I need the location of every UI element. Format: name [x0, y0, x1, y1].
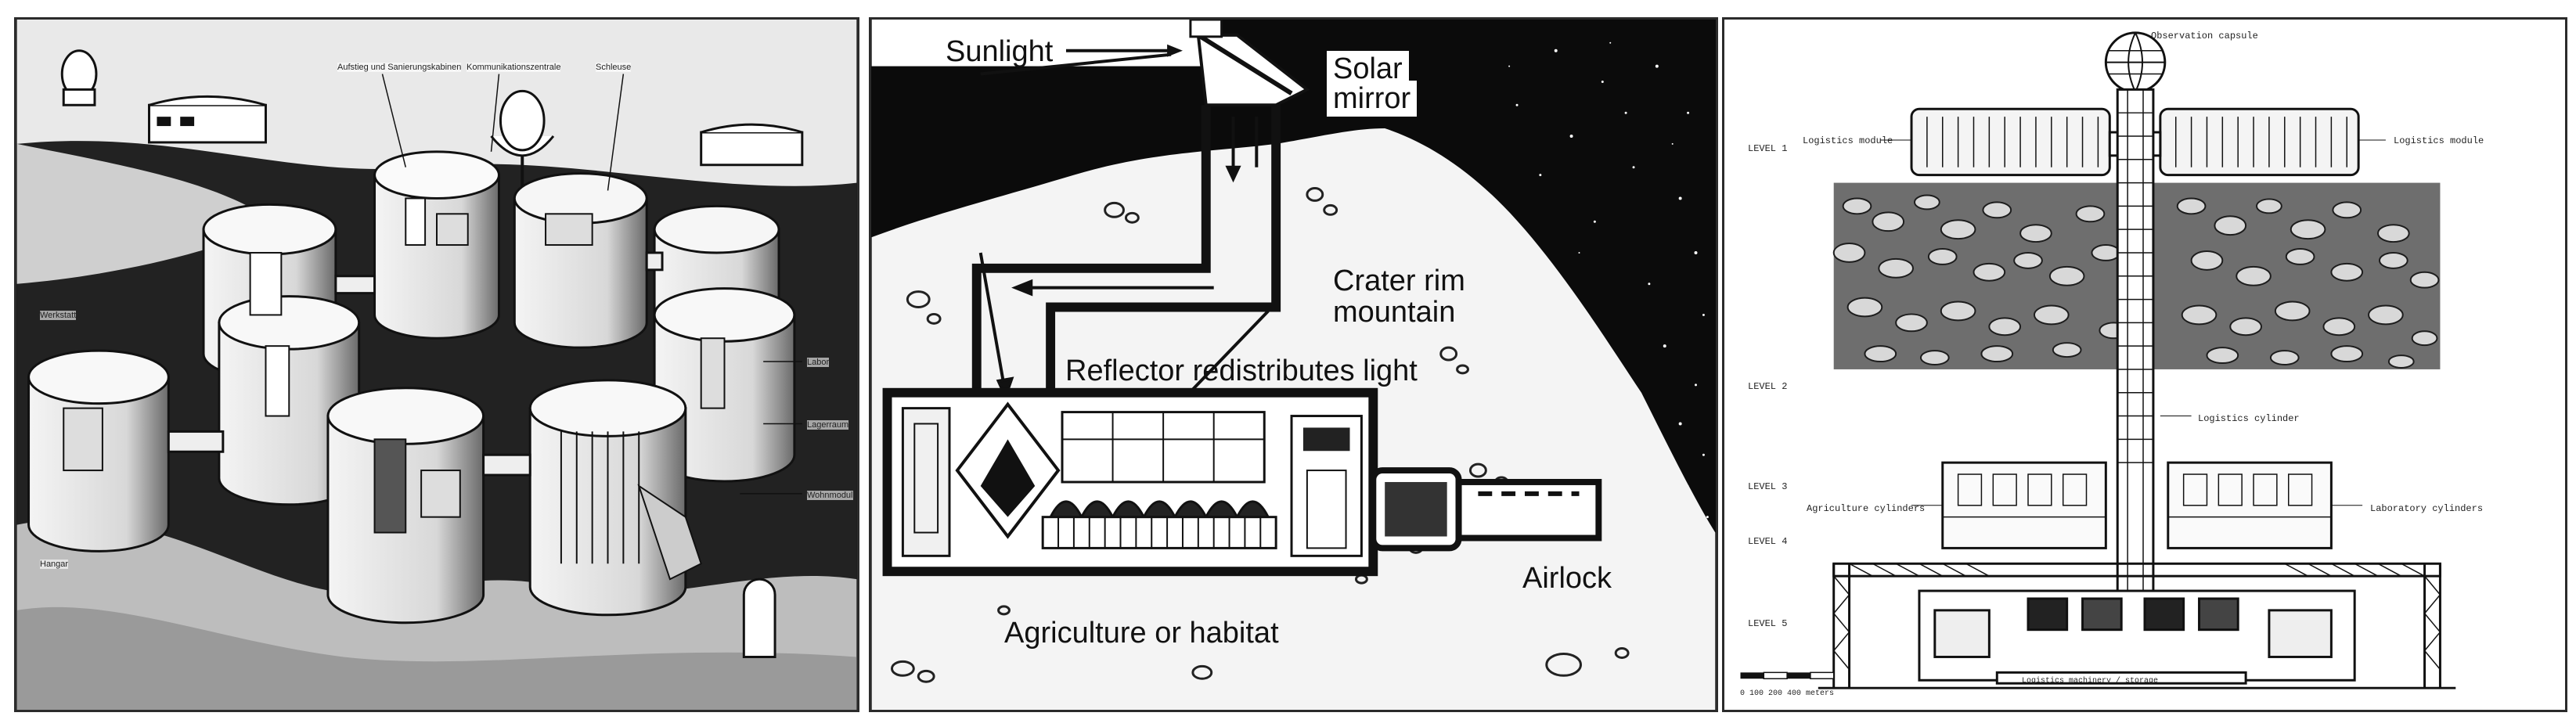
- crater-rim-label-line2: mountain: [1333, 296, 1456, 329]
- module-interiors: [63, 197, 726, 581]
- agriculture-label: Agriculture or habitat: [1004, 617, 1279, 650]
- observation-capsule: [2104, 31, 2167, 94]
- bottom-machinery-block: [1918, 589, 2356, 685]
- vertical-base-schematic: [1724, 20, 2565, 710]
- level-5-label: LEVEL 5: [1748, 618, 1788, 629]
- solar-mirror: [1189, 20, 1310, 107]
- light-rays: [980, 52, 1259, 183]
- callout-label-4: Labor: [807, 358, 830, 367]
- surface-access-arch: [742, 578, 776, 658]
- callout-label-6: Wohnmodul: [807, 491, 853, 500]
- starfield: [1508, 41, 1709, 519]
- callout-leader-lines: [381, 74, 802, 495]
- left-module-label: Logistics module: [1803, 135, 1893, 146]
- habitat-chamber: [882, 387, 1378, 577]
- logistics-cylinder-label: Logistics cylinder: [2198, 413, 2300, 424]
- left-lower-cylinder-label: Agriculture cylinders: [1807, 503, 1926, 514]
- bottom-block-label: Logistics machinery / storage: [2022, 677, 2159, 686]
- level-3-label: LEVEL 3: [1748, 481, 1788, 492]
- sunlight-label: Sunlight: [946, 35, 1054, 68]
- airlock-label: Airlock: [1522, 562, 1612, 595]
- sunlight-arrow: [1065, 44, 1183, 57]
- callout-label-1: Aufstieg und Sanierungskabinen: [337, 63, 462, 72]
- central-shaft: [2116, 88, 2155, 635]
- right-module-label: Logistics module: [2394, 135, 2484, 146]
- surface-hut-right: [700, 123, 804, 167]
- level-4-label: LEVEL 4: [1748, 536, 1788, 547]
- connecting-tunnels: [167, 251, 664, 477]
- surface-vehicle: [60, 49, 98, 106]
- crater-rim-label-line1: Crater rim: [1333, 265, 1465, 297]
- crater-habitat-diagram-panel: Sunlight Solar mirror Crater rim mountai…: [869, 17, 1718, 712]
- lunar-base-cutaway-panel: Aufstieg und Sanierungskabinen Kommunika…: [14, 17, 859, 712]
- level-1-label: LEVEL 1: [1748, 143, 1788, 154]
- truss-frame: [1832, 562, 2441, 689]
- callout-label-8: Hangar: [40, 560, 69, 569]
- airlock-tube: [1370, 467, 1602, 552]
- light-shaft: [971, 105, 1281, 416]
- scale-bar: [1740, 671, 1835, 680]
- callout-label-5: Lagerraum: [807, 420, 849, 430]
- schematic-leader-lines: [1880, 139, 2386, 506]
- callout-label-3: Schleuse: [596, 63, 632, 72]
- crater-habitat-diagram: [871, 20, 1716, 710]
- scale-label: 0 100 200 400 meters: [1740, 689, 1835, 698]
- callout-label-7: Werkstatt: [40, 311, 77, 320]
- level-2-label: LEVEL 2: [1748, 381, 1788, 392]
- lower-cylinders: [1941, 461, 2333, 549]
- right-lower-cylinder-label: Laboratory cylinders: [2370, 503, 2484, 514]
- reflector-label: Reflector redistributes light: [1065, 355, 1418, 387]
- surface-hut-left: [148, 95, 267, 144]
- lunar-base-illustration: [16, 20, 857, 710]
- vertical-base-schematic-panel: Observation capsule Logistics module Log…: [1722, 17, 2567, 712]
- solar-mirror-label-line2: mirror: [1327, 81, 1418, 117]
- observation-capsule-label: Observation capsule: [2151, 31, 2258, 41]
- callout-label-2: Kommunikationszentrale: [467, 63, 561, 72]
